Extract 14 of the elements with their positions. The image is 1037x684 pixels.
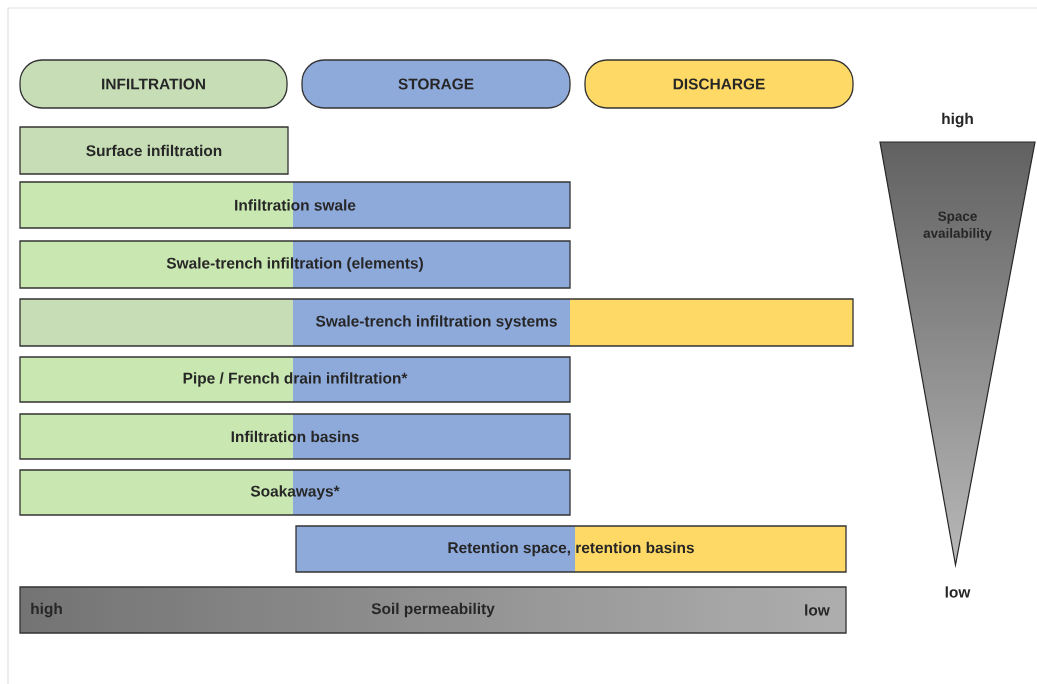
measure-bar: Soakaways* (19, 469, 571, 516)
scale-label: high (942, 112, 973, 128)
gradient-bar: high Soil permeability low (19, 586, 847, 634)
scale-label: low (945, 586, 971, 598)
category-pill: INFILTRATION (19, 59, 288, 109)
category-pill: DISCHARGE (584, 59, 854, 109)
measure-bar: Swale-trench infiltration (elements) (19, 240, 571, 289)
measure-bar: Retention space, retention basins (295, 525, 847, 573)
measure-bar: Surface infiltration (19, 126, 289, 175)
measure-bar: Infiltration basins (19, 413, 571, 460)
measure-bar: Infiltration swale (19, 181, 571, 229)
measure-bar: Swale-trench infiltration systems (19, 298, 854, 347)
measure-bar: Pipe / French drain infiltration* (19, 356, 571, 403)
category-pill: STORAGE (301, 59, 571, 109)
